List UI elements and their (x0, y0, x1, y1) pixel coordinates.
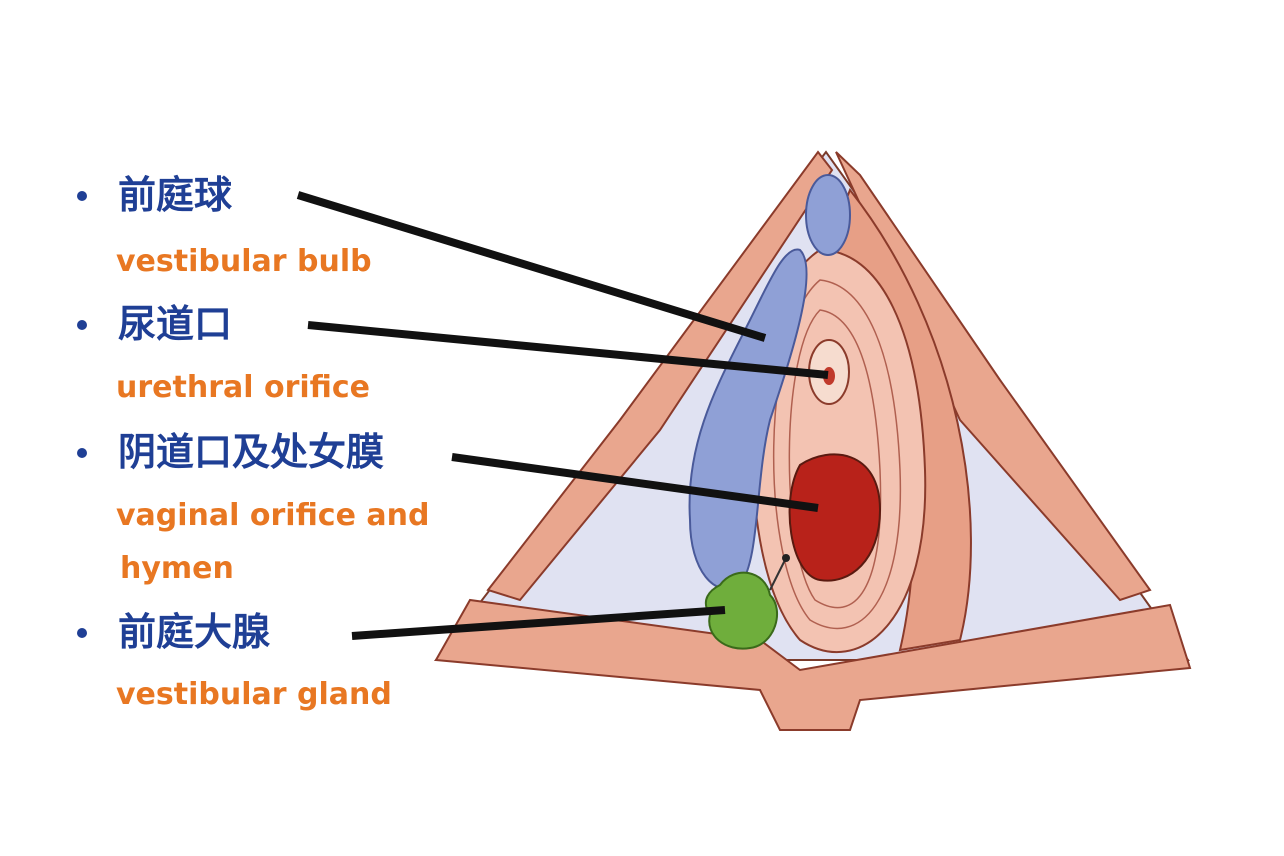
label-zh-vestibular-bulb: 前庭球 (118, 173, 233, 217)
bullet (77, 320, 87, 330)
label-zh-urethral-orifice: 尿道口 (118, 302, 233, 346)
label-en-urethral-orifice: urethral orifice (116, 370, 371, 405)
right-muscle (835, 151, 1152, 602)
label-en-vestibular-bulb: vestibular bulb (116, 244, 372, 279)
label-en-vestibular-gland: vestibular gland (116, 677, 392, 712)
transverse-perineal-muscle (434, 598, 1192, 731)
bullet (77, 191, 87, 201)
vestibular-bulb (688, 248, 808, 590)
label-en-vaginal-orifice: vaginal orifice and (116, 498, 430, 533)
clitoris (805, 174, 851, 256)
vaginal-orifice (788, 453, 882, 582)
label-zh-vestibular-gland: 前庭大腺 (118, 610, 271, 654)
pointer-line-urethral-orifice (307, 321, 829, 379)
left-muscle (486, 150, 834, 602)
label-zh-vaginal-orifice: 阴道口及处女膜 (118, 430, 385, 474)
bullet (77, 628, 87, 638)
bullet (77, 448, 87, 458)
label-en-hymen: hymen (120, 551, 234, 586)
greater-vestibular-gland (704, 571, 779, 650)
pointer-line-vestibular-gland (351, 606, 726, 640)
pointer-line-vaginal-orifice (451, 453, 819, 512)
pointer-line-vestibular-bulb (296, 191, 767, 342)
